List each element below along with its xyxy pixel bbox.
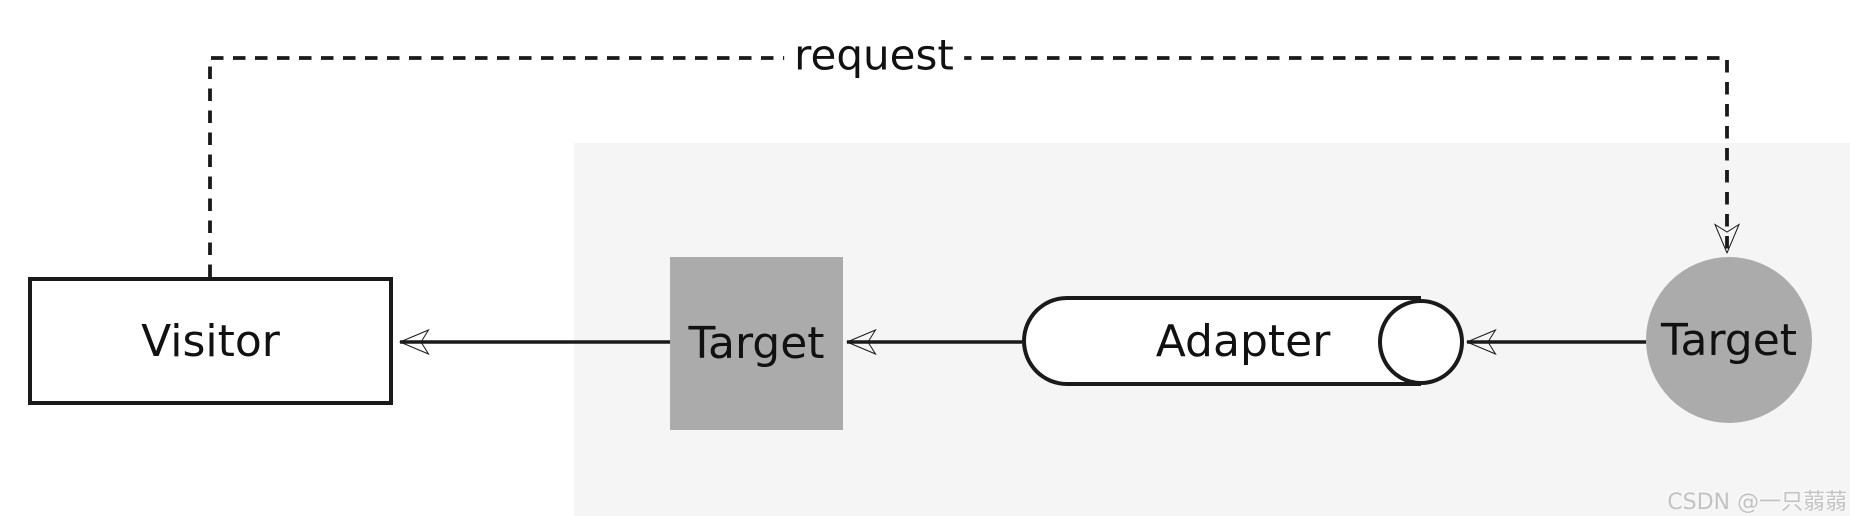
adapter-socket-circle bbox=[1378, 299, 1464, 385]
target-object-label: Target bbox=[1660, 314, 1798, 366]
adapter-label: Adapter bbox=[1155, 315, 1331, 367]
target-class-node: Target bbox=[670, 257, 843, 430]
request-edge bbox=[208, 56, 1727, 277]
request-edge-label: request bbox=[784, 30, 964, 80]
visitor-label: Visitor bbox=[141, 315, 280, 367]
adapter-node bbox=[1022, 296, 1421, 386]
target-class-label: Target bbox=[688, 318, 825, 369]
target-object-node: Target bbox=[1646, 257, 1812, 423]
adapter-label-layer: Adapter bbox=[1022, 296, 1464, 386]
visitor-node: Visitor bbox=[28, 277, 393, 405]
watermark: CSDN @一只蒻蒻 bbox=[1667, 490, 1847, 515]
